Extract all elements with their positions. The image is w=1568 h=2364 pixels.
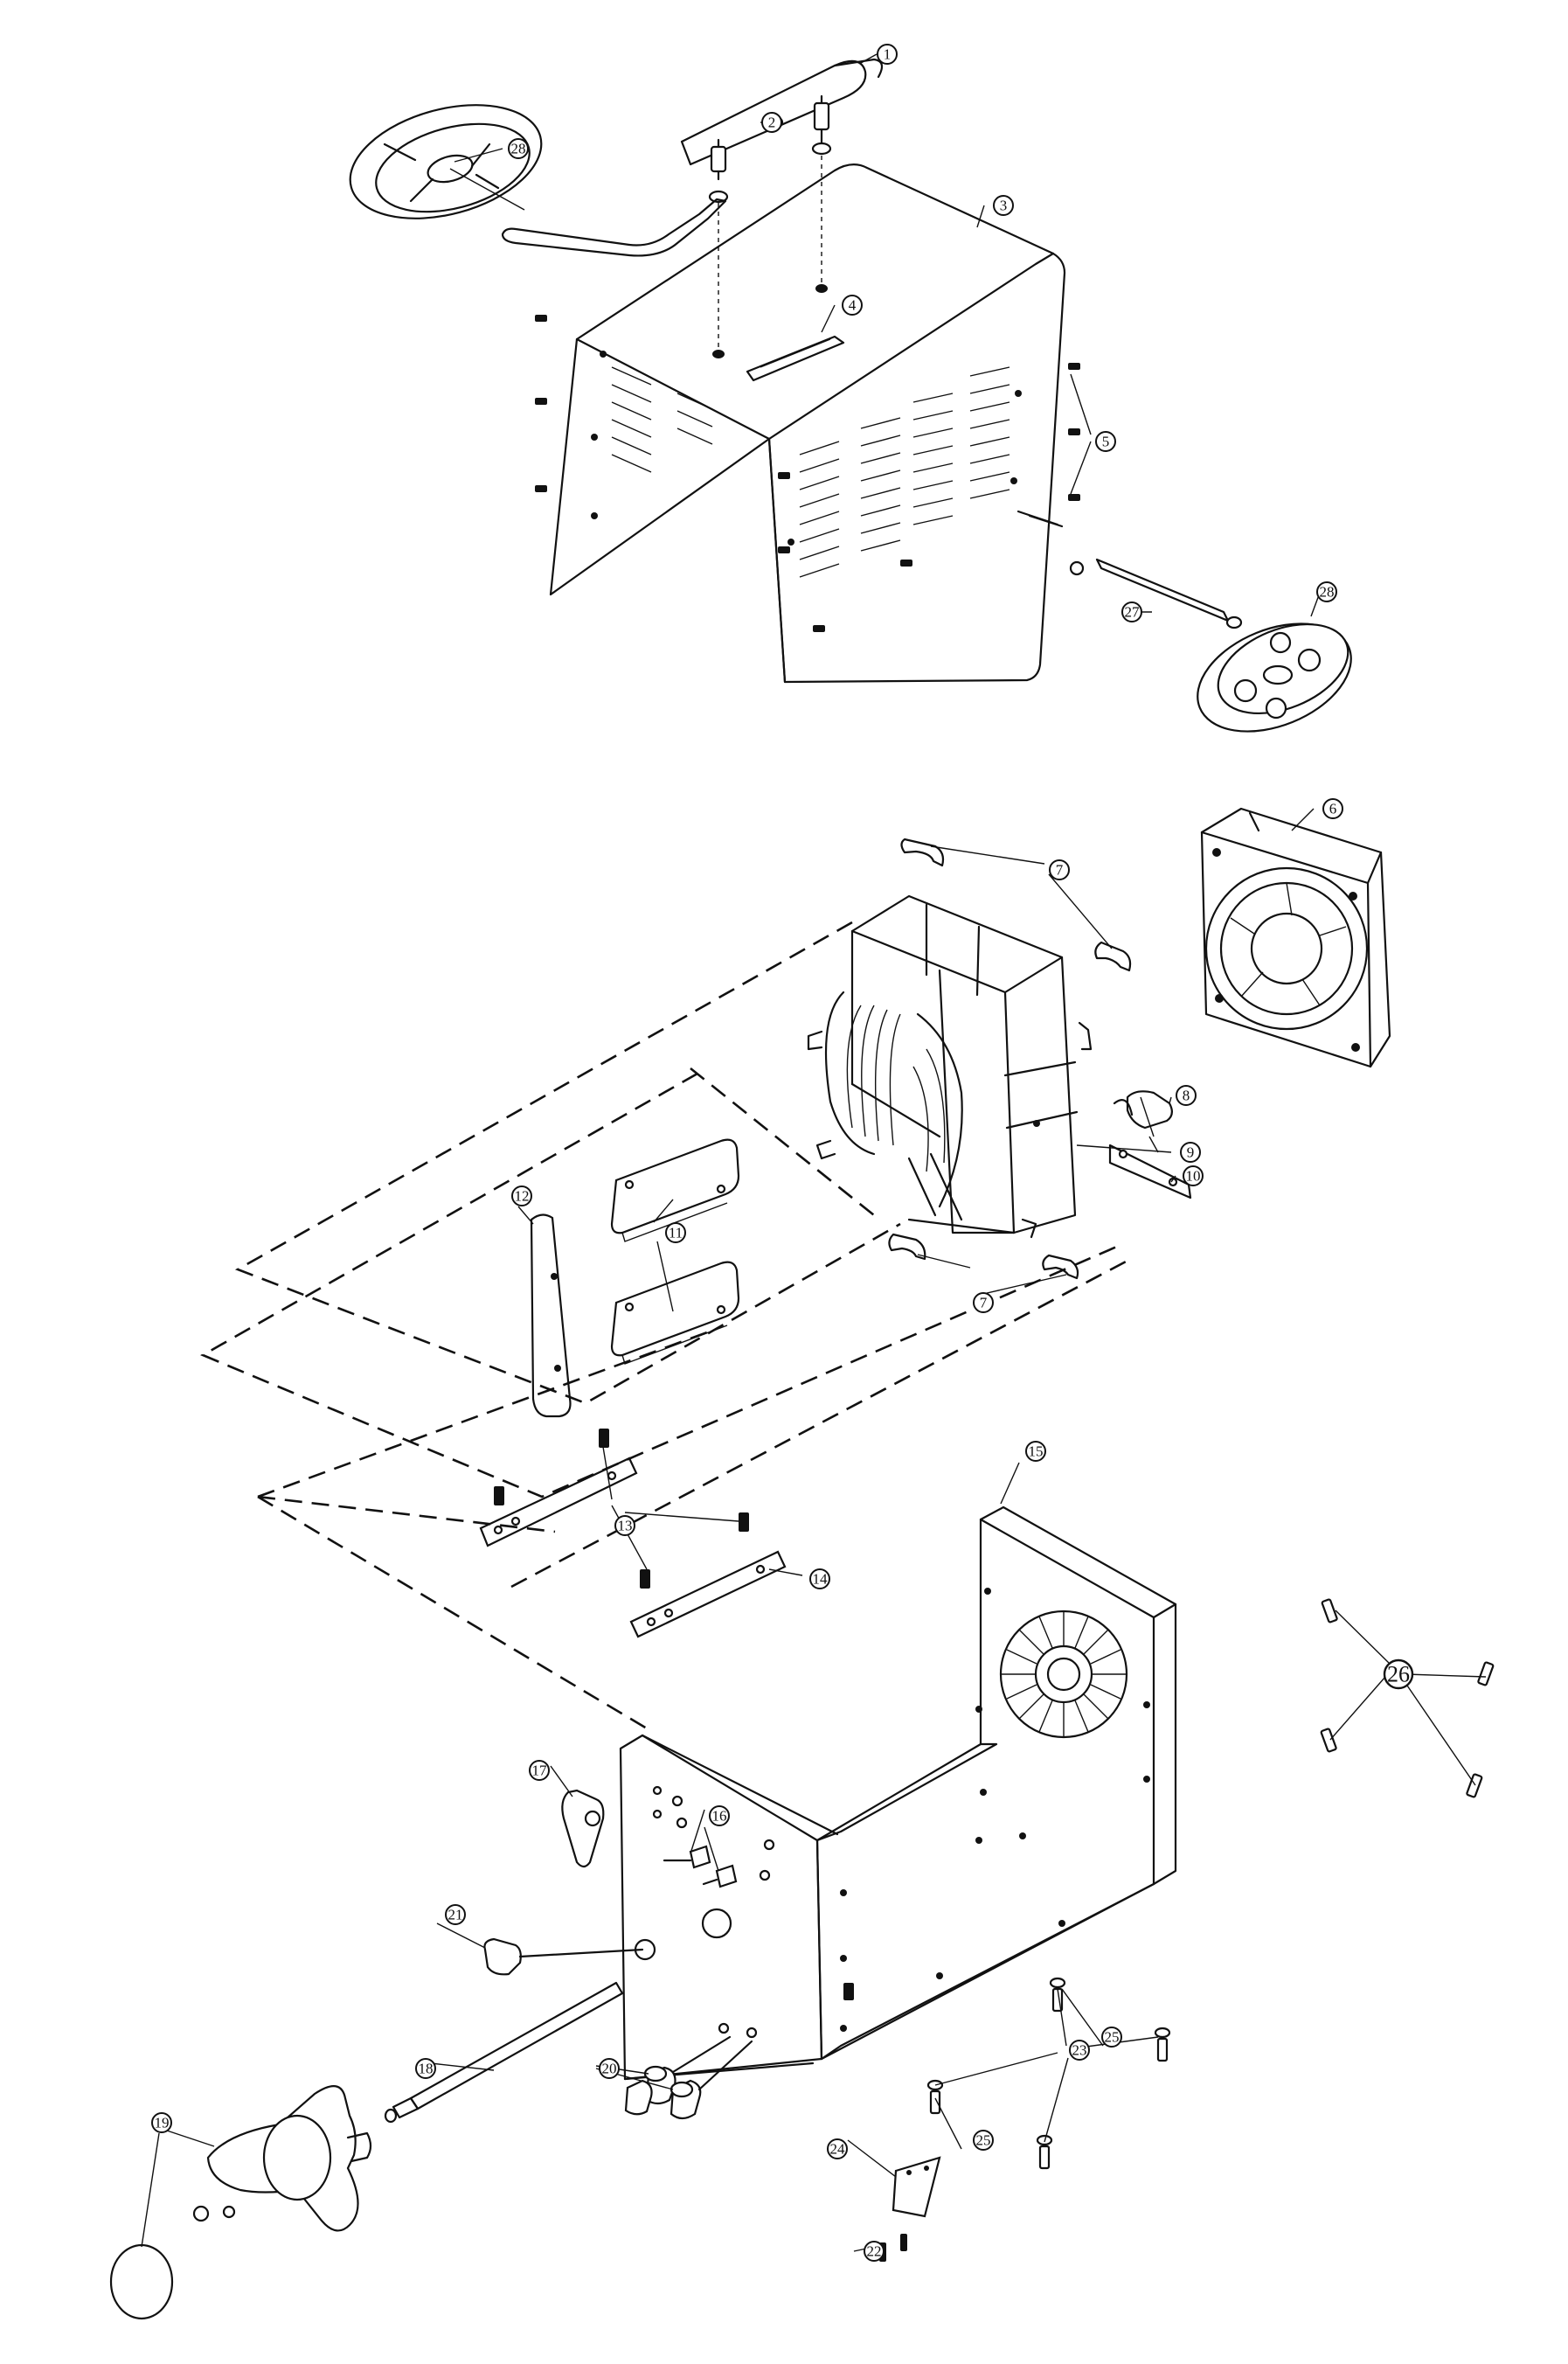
bottom-right-wheel bbox=[1197, 622, 1352, 733]
svg-text:5: 5 bbox=[1102, 434, 1110, 450]
bottom-foot bbox=[892, 2156, 941, 2218]
callout-20: 20 bbox=[599, 2058, 620, 2079]
thermostat bbox=[1113, 1090, 1173, 1153]
pilot-lamp bbox=[483, 1937, 644, 1976]
svg-text:28: 28 bbox=[511, 141, 526, 157]
transformer bbox=[807, 894, 1093, 1239]
left-louvers bbox=[611, 366, 713, 473]
callout-24: 24 bbox=[827, 2138, 848, 2159]
assembly-dashed-lines bbox=[200, 921, 1128, 1733]
output-terminals bbox=[663, 1845, 738, 1888]
callout-17: 17 bbox=[529, 1760, 550, 1781]
svg-text:13: 13 bbox=[618, 1518, 633, 1534]
leader-lines bbox=[141, 53, 1487, 2252]
base-chassis bbox=[815, 1505, 1177, 2061]
rotary-knob bbox=[192, 2085, 372, 2232]
svg-text:20: 20 bbox=[602, 2061, 617, 2077]
callout-26: 26 bbox=[1383, 1658, 1414, 1690]
handle bbox=[680, 58, 884, 358]
top-wheel bbox=[349, 104, 543, 219]
adjust-rod bbox=[384, 1981, 624, 2124]
svg-text:21: 21 bbox=[448, 1907, 463, 1923]
svg-text:27: 27 bbox=[1125, 604, 1141, 621]
callout-19: 19 bbox=[151, 2112, 172, 2133]
callout-8: 8 bbox=[1176, 1085, 1197, 1106]
svg-text:23: 23 bbox=[1072, 2042, 1087, 2059]
cover-screws bbox=[535, 315, 1080, 632]
svg-text:15: 15 bbox=[1029, 1443, 1044, 1460]
rear-axle bbox=[1016, 510, 1243, 629]
svg-text:14: 14 bbox=[813, 1571, 829, 1588]
svg-text:19: 19 bbox=[155, 2115, 170, 2131]
svg-text:26: 26 bbox=[1387, 1662, 1410, 1687]
transformer-clips bbox=[888, 838, 1132, 1280]
svg-text:18: 18 bbox=[419, 2061, 434, 2077]
callout-23: 23 bbox=[1069, 2040, 1090, 2061]
callout-16: 16 bbox=[709, 1805, 730, 1826]
support-bar bbox=[530, 1213, 572, 1418]
svg-text:28: 28 bbox=[1320, 584, 1335, 601]
fan-grill bbox=[999, 1610, 1128, 1739]
svg-text:25: 25 bbox=[976, 2132, 991, 2149]
callout-22: 22 bbox=[864, 2241, 885, 2262]
callout-1: 1 bbox=[877, 44, 898, 65]
front-panel bbox=[619, 1734, 854, 2081]
fan bbox=[1200, 807, 1391, 1068]
callout-5: 5 bbox=[1095, 431, 1116, 452]
terminal-sockets bbox=[624, 2035, 753, 2120]
callout-9: 9 bbox=[1180, 1142, 1201, 1163]
svg-text:8: 8 bbox=[1183, 1088, 1190, 1104]
svg-text:3: 3 bbox=[1000, 198, 1008, 214]
callout-3: 3 bbox=[993, 195, 1014, 216]
svg-text:24: 24 bbox=[830, 2141, 846, 2158]
svg-text:16: 16 bbox=[712, 1808, 727, 1825]
cover bbox=[549, 163, 1066, 684]
svg-text:22: 22 bbox=[867, 2243, 882, 2260]
svg-text:4: 4 bbox=[849, 297, 857, 314]
base-screws bbox=[926, 1977, 1171, 2170]
callout-25-lower: 25 bbox=[973, 2130, 994, 2151]
callout-27: 27 bbox=[1121, 601, 1142, 622]
svg-text:6: 6 bbox=[1329, 801, 1337, 817]
callout-13: 13 bbox=[614, 1515, 635, 1536]
callout-15: 15 bbox=[1025, 1441, 1046, 1462]
callout-28-top: 28 bbox=[508, 138, 529, 159]
callout-4: 4 bbox=[842, 295, 863, 316]
svg-text:12: 12 bbox=[515, 1188, 530, 1205]
callout-6: 6 bbox=[1322, 798, 1343, 819]
svg-text:25: 25 bbox=[1105, 2029, 1120, 2046]
svg-text:7: 7 bbox=[1056, 862, 1064, 879]
front-louvers bbox=[799, 366, 1010, 578]
callout-12: 12 bbox=[511, 1185, 532, 1206]
mounting-rails bbox=[479, 1457, 787, 1638]
callout-10: 10 bbox=[1183, 1165, 1204, 1186]
knob-cap bbox=[109, 2243, 174, 2320]
rail-bolts bbox=[494, 1429, 749, 1589]
callout-7-top: 7 bbox=[1049, 859, 1070, 880]
callout-18: 18 bbox=[415, 2058, 436, 2079]
callout-25-upper: 25 bbox=[1101, 2027, 1122, 2048]
svg-text:7: 7 bbox=[980, 1295, 988, 1311]
svg-text:11: 11 bbox=[669, 1225, 683, 1241]
side-bolts bbox=[1320, 1598, 1495, 1798]
svg-text:9: 9 bbox=[1187, 1144, 1195, 1161]
callout-2: 2 bbox=[761, 112, 782, 133]
callout-7-bottom: 7 bbox=[973, 1292, 994, 1313]
bent-handle-bar bbox=[501, 198, 727, 257]
svg-text:2: 2 bbox=[768, 115, 776, 131]
svg-text:1: 1 bbox=[884, 46, 892, 63]
shunt-bar bbox=[1108, 1144, 1192, 1199]
wheel-axle-line bbox=[449, 168, 525, 211]
callout-28-right: 28 bbox=[1316, 581, 1337, 602]
callout-21: 21 bbox=[445, 1904, 466, 1925]
callout-14: 14 bbox=[809, 1568, 830, 1589]
knob-handle bbox=[561, 1789, 605, 1868]
insulating-boards bbox=[610, 1138, 740, 1365]
svg-text:17: 17 bbox=[532, 1763, 548, 1779]
callout-11: 11 bbox=[665, 1222, 686, 1243]
svg-text:10: 10 bbox=[1186, 1168, 1201, 1185]
